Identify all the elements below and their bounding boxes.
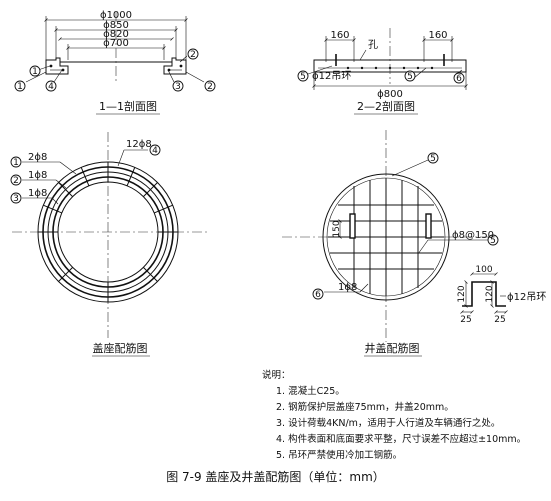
dim-120-left: 120 — [457, 285, 467, 302]
dim-100: 100 — [475, 265, 492, 275]
ring-detail-label: ϕ12吊环 — [507, 291, 546, 303]
notes-block: 说明： 1. 混凝土C25。 2. 钢筋保护层盖座75mm，井盖20mm。 3.… — [262, 368, 547, 464]
marker-4: 4 — [48, 82, 54, 92]
marker-5: 5 — [300, 72, 306, 82]
dim-160-right: 160 — [428, 30, 447, 41]
rebar-1phi8: 1ϕ8 — [338, 282, 357, 293]
cover-plan: 150 5 5 6 ϕ8@150 1ϕ8 井盖配筋图 — [282, 130, 499, 357]
note-2: 2. 钢筋保护层盖座75mm，井盖20mm。 — [276, 402, 454, 413]
marker-3: 3 — [175, 82, 181, 92]
section-2-2: 160 160 孔 ϕ800 5 5 6 ϕ12吊环 2—2剖面图 — [297, 28, 468, 115]
section-1-1-title: 1—1剖面图 — [99, 99, 157, 113]
marker-6: 6 — [456, 74, 462, 84]
note-4: 4. 构件表面和底面要求平整，尺寸误差不应超过±10mm。 — [276, 434, 527, 445]
marker-2: 2 — [207, 82, 213, 92]
note-1: 1. 混凝土C25。 — [276, 386, 345, 397]
notes-heading: 说明： — [262, 370, 291, 381]
dim-160-left: 160 — [330, 30, 349, 41]
seat-plan: 1 2 3 4 2ϕ8 1ϕ8 1ϕ8 12ϕ8 盖座配筋图 — [10, 132, 208, 357]
rebar-1phi8-a: 1ϕ8 — [28, 170, 47, 181]
marker-3: 3 — [13, 194, 19, 204]
dim-25-right: 25 — [494, 315, 505, 325]
marker-4: 4 — [152, 146, 158, 156]
section-2-2-title: 2—2剖面图 — [357, 99, 415, 113]
note-3: 3. 设计荷载4KN/m，适用于人行道及车辆通行之处。 — [276, 418, 501, 429]
ring-detail: 100 120 120 25 25 ϕ12吊环 — [457, 265, 546, 325]
marker-5: 5 — [490, 236, 496, 246]
marker-1: 1 — [17, 82, 23, 92]
marker-2: 2 — [190, 50, 196, 60]
marker-1: 1 — [13, 158, 19, 168]
marker-1: 1 — [32, 67, 38, 77]
dim-150: 150 — [332, 220, 342, 237]
dim-phi800: ϕ800 — [377, 89, 403, 100]
section-1-1: ϕ1000 ϕ850 ϕ820 ϕ700 1 1 4 2 — [14, 10, 216, 115]
rebar-phi8-150: ϕ8@150 — [452, 230, 494, 241]
hole-label: 孔 — [368, 39, 378, 51]
cover-plan-title: 井盖配筋图 — [365, 341, 420, 355]
rebar-2phi8: 2ϕ8 — [28, 152, 47, 163]
rebar-1phi8-b: 1ϕ8 — [28, 188, 47, 199]
seat-plan-title: 盖座配筋图 — [93, 341, 148, 355]
marker-5: 5 — [407, 72, 413, 82]
marker-6: 6 — [315, 290, 321, 300]
dim-25-left: 25 — [460, 315, 471, 325]
dim-120-right: 120 — [485, 285, 495, 302]
ring-label: ϕ12吊环 — [312, 70, 351, 82]
marker-2: 2 — [13, 176, 19, 186]
rebar-12phi8: 12ϕ8 — [126, 139, 152, 150]
note-5: 5. 吊环严禁使用冷加工钢筋。 — [276, 450, 403, 461]
figure-caption: 图 7-9 盖座及井盖配筋图（单位：mm） — [166, 470, 385, 484]
marker-5: 5 — [430, 154, 436, 164]
